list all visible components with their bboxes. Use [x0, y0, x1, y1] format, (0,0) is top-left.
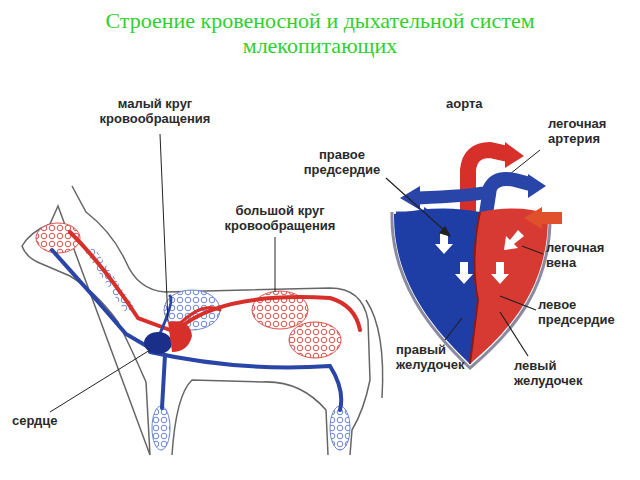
- part-label: большой круг кровообращения: [205, 203, 355, 233]
- part-label: левый желудочек: [514, 358, 610, 388]
- slide-title: Строение кровеносной и дыхательной систе…: [60, 8, 580, 58]
- part-label: малый круг кровообращения: [80, 96, 230, 126]
- part-label: левое предсердие: [538, 297, 634, 327]
- part-label: аорта: [446, 96, 516, 111]
- heart-detail: [390, 142, 562, 368]
- leader-line: [50, 134, 540, 412]
- leader-arrow: [386, 178, 543, 356]
- dog-outline: [22, 186, 383, 455]
- part-label: правое предсердие: [292, 147, 392, 177]
- heart-small: [144, 321, 192, 354]
- part-label: правый желудочек: [396, 342, 492, 372]
- part-label: сердце: [12, 413, 92, 428]
- part-label: легочная артерия: [548, 116, 634, 146]
- blood-vessels: [52, 232, 360, 410]
- part-label: легочная вена: [546, 240, 632, 270]
- capillary-network: [36, 223, 350, 450]
